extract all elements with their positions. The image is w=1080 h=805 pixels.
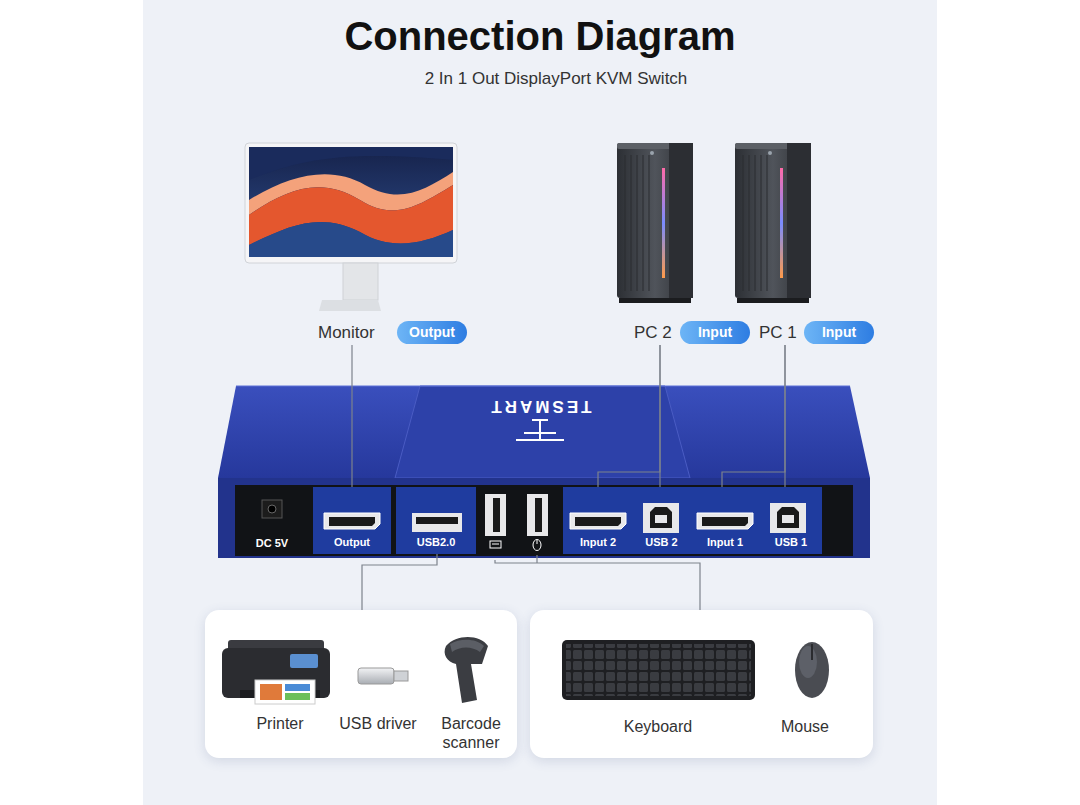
monitor-illustration: [319, 300, 381, 311]
switch-body-face: [218, 478, 870, 558]
diagram-subtitle: 2 In 1 Out DisplayPort KVM Switch: [16, 69, 1080, 89]
badge-text: Input: [804, 321, 874, 344]
port-type-badge: Input: [804, 321, 874, 344]
port-type-badge: Input: [680, 321, 750, 344]
badge-text: Input: [680, 321, 750, 344]
diagram-title: Connection Diagram: [0, 14, 1080, 59]
device-group: MonitorOutput: [240, 140, 475, 345]
peripheral-label: Barcode scanner: [431, 714, 511, 752]
pc-tower-illustration: [735, 143, 811, 303]
connection-wire: [362, 554, 437, 610]
port-label: USB2.0: [396, 536, 476, 549]
connection-wire: [495, 560, 700, 610]
peripheral-panel: PrinterUSB driver Barcode scanner: [205, 610, 517, 758]
monitor-illustration: [249, 172, 453, 215]
port-box: Output: [313, 487, 391, 554]
port-box: Input 1: [690, 487, 760, 554]
monitor-illustration: [249, 222, 453, 257]
port-box: USB 1: [760, 487, 822, 554]
device-group: PC 2Input: [612, 140, 752, 345]
port-label: USB 2: [633, 536, 690, 549]
port-label: USB 1: [760, 536, 822, 549]
monitor-illustration: [245, 143, 457, 263]
switch-body-face: [235, 485, 853, 556]
monitor-illustration: [249, 147, 453, 257]
monitor-illustration: [249, 147, 453, 180]
port-label: Input 1: [690, 536, 760, 549]
badge-text: Output: [397, 321, 467, 344]
switch-body-face: [236, 386, 850, 387]
brand-name: TESMART: [460, 396, 620, 416]
peripheral-label: USB driver: [333, 714, 423, 733]
port-label: DC 5V: [248, 537, 296, 549]
kvm-switch-body: TESMART Output USB2.0 Input 2USB 2Input 1US…: [216, 383, 872, 560]
device-group: PC 1Input: [730, 140, 876, 345]
port-label: Input 2: [563, 536, 633, 549]
port-box: Input 2: [563, 487, 633, 554]
port-box: USB 2: [633, 487, 690, 554]
port-label: Output: [313, 536, 391, 549]
port-box: USB2.0: [396, 487, 476, 554]
pc-tower-illustration: [617, 143, 693, 303]
switch-body-face: [395, 386, 690, 478]
peripheral-label: Printer: [230, 714, 330, 733]
switch-body-face: [218, 386, 870, 478]
peripheral-label: Mouse: [765, 717, 845, 736]
monitor-illustration: [249, 185, 453, 245]
port-type-badge: Output: [397, 321, 467, 344]
peripheral-panel: Keyboard Mouse: [530, 610, 873, 758]
pc-tower-illustration: [617, 143, 811, 303]
monitor-illustration: [343, 263, 378, 300]
peripheral-label: Keyboard: [598, 717, 718, 736]
content-panel: [143, 0, 937, 805]
device-label: Monitor: [318, 321, 396, 344]
monitor-illustration: [245, 143, 457, 311]
